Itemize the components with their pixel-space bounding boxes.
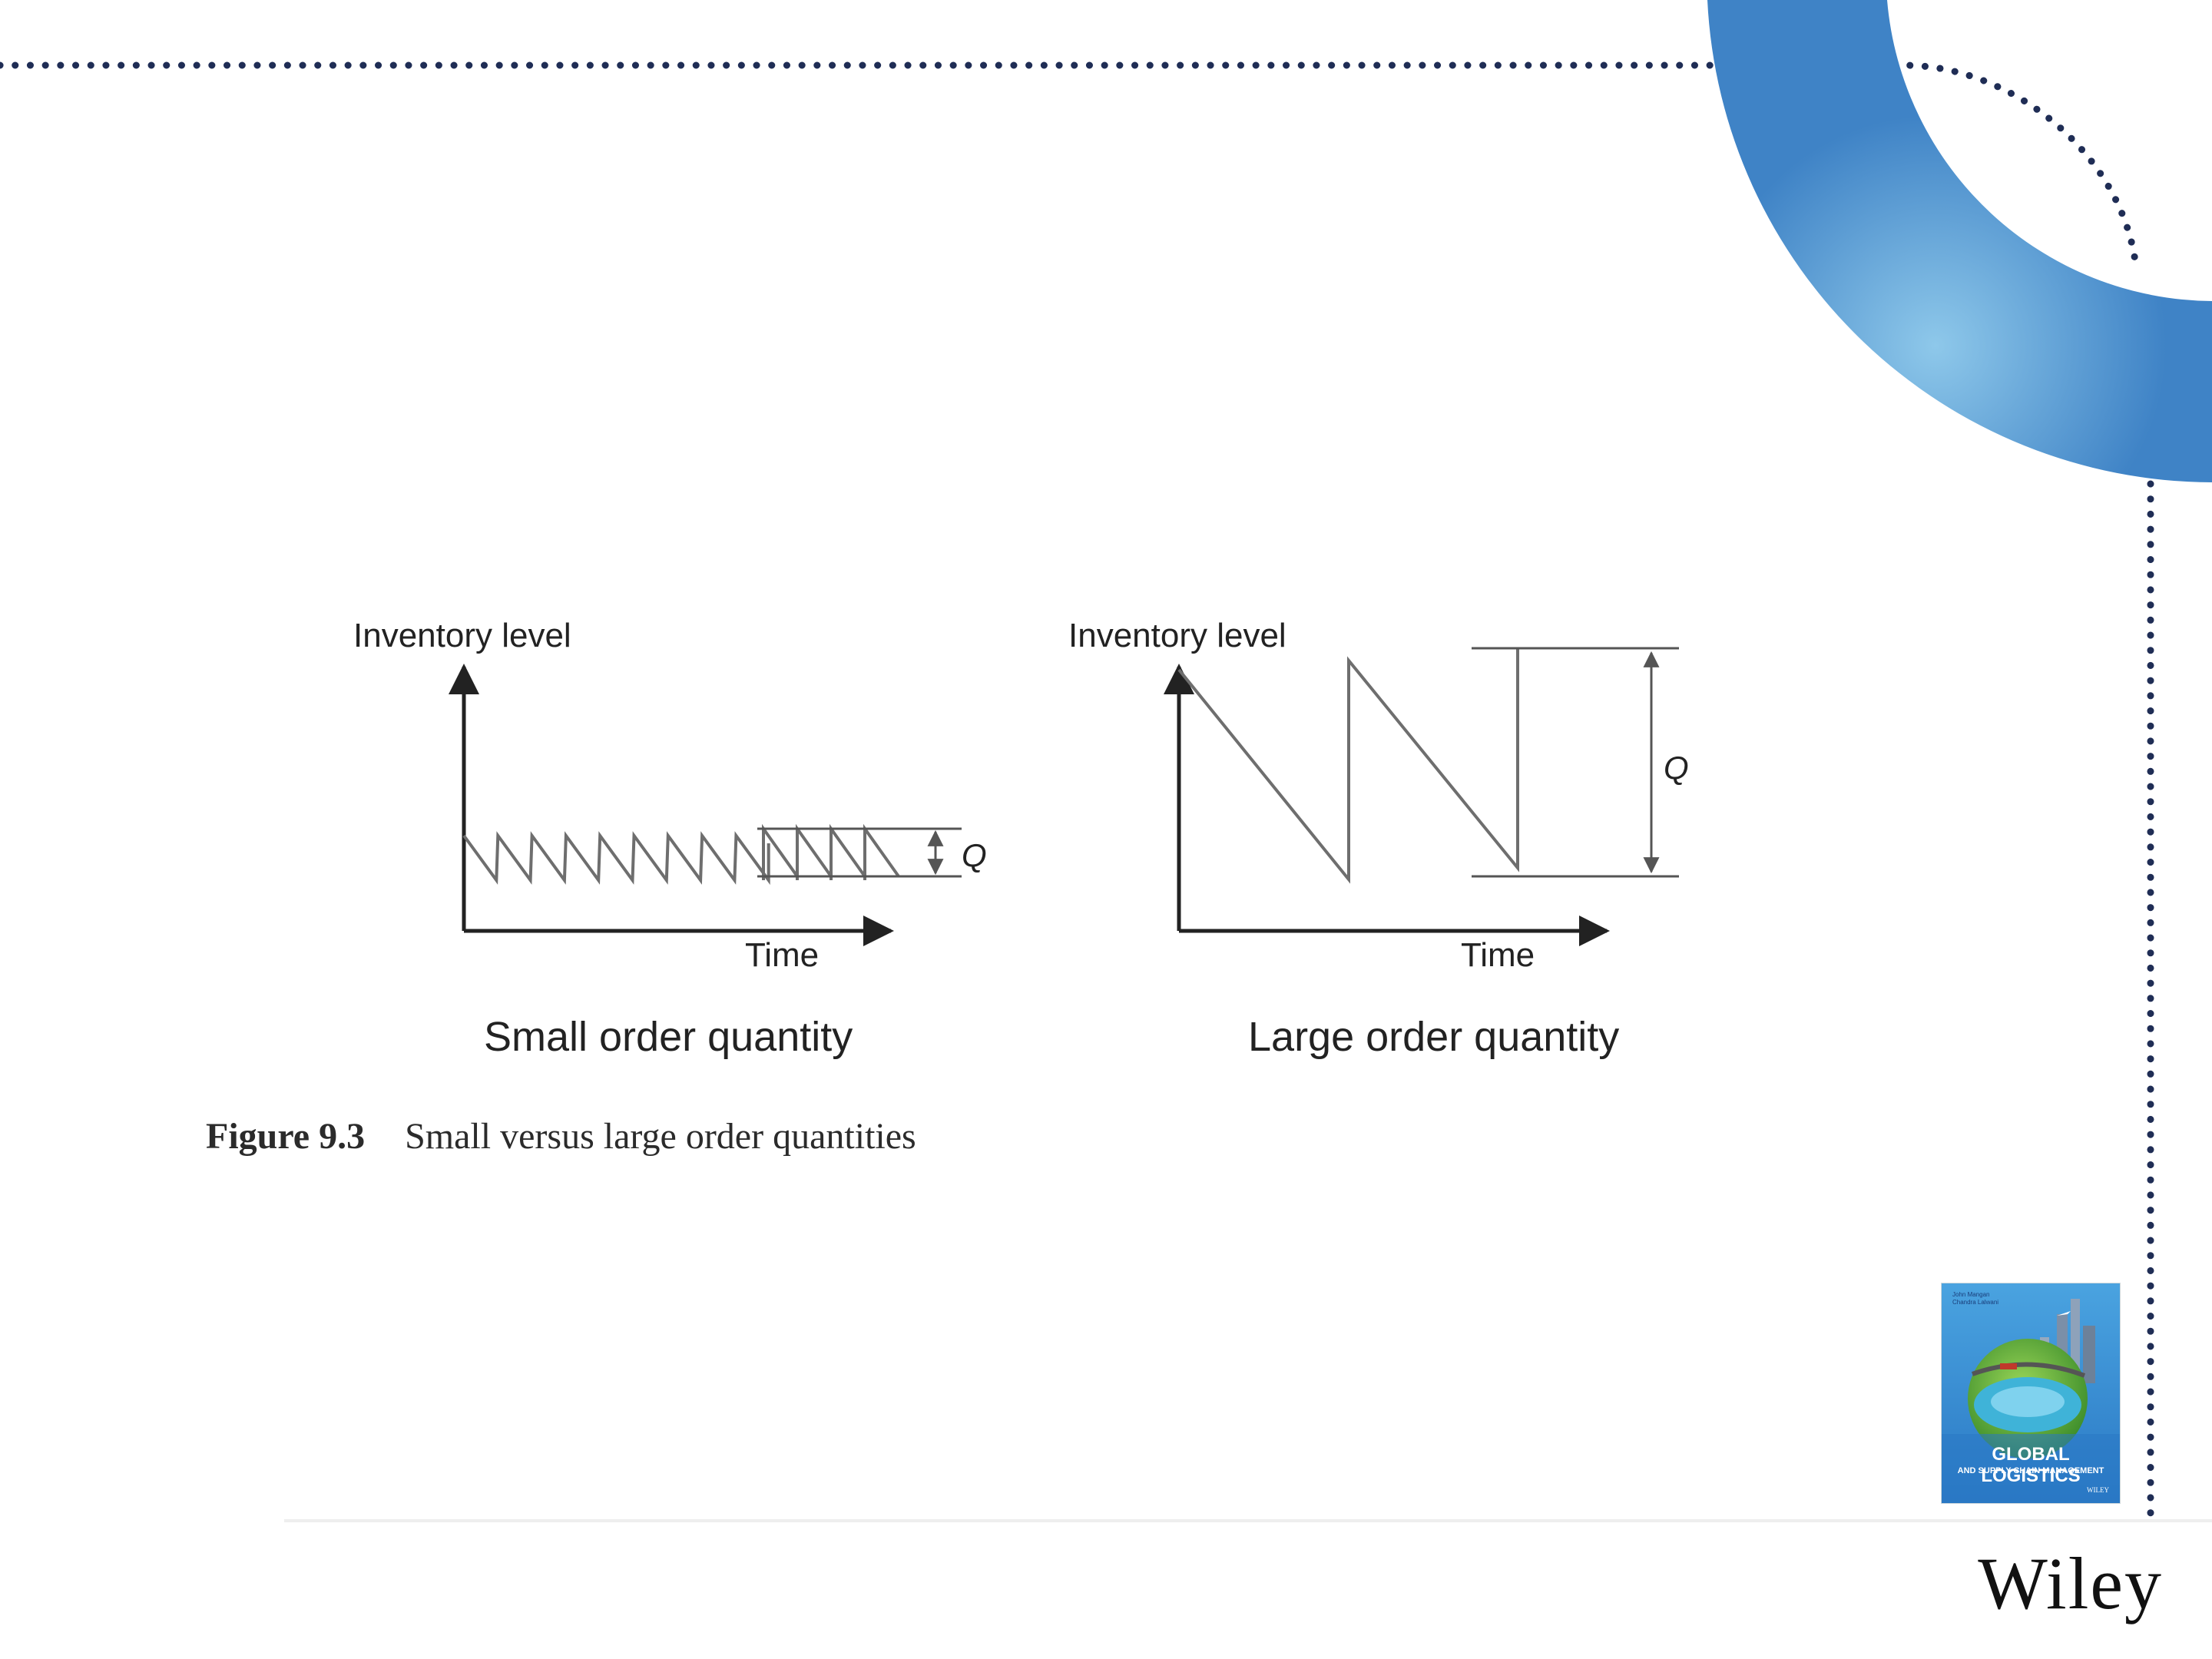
cover-publisher: WILEY: [2087, 1486, 2109, 1494]
quantity-q-label: Q: [962, 837, 987, 873]
figure-caption: Figure 9.3 Small versus large order quant…: [206, 1115, 916, 1157]
book-cover-art: [1942, 1283, 2120, 1503]
figure-number: Figure 9.3: [206, 1116, 366, 1157]
cover-title: GLOBAL LOGISTICS: [1981, 1444, 2081, 1486]
figure-caption-text: Small versus large order quantities: [405, 1116, 916, 1157]
sawtooth-cycle: [863, 823, 900, 880]
quantity-q-label: Q: [1664, 750, 1689, 786]
sawtooth-cycle: [796, 823, 833, 880]
x-axis-label: Time: [745, 936, 819, 974]
y-axis-label: Inventory level: [1068, 617, 1286, 654]
large-order-sawtooth: [1177, 648, 1519, 884]
y-axis-label: Inventory level: [353, 617, 571, 654]
large-order-panel: Inventory level Q Time Large order quant…: [1068, 617, 1689, 1060]
sawtooth-cycle: [830, 823, 866, 880]
dotted-corner-curve: [1740, 61, 2139, 265]
cover-subtitle: AND SUPPLY CHAIN MANAGEMENT: [1957, 1466, 2104, 1475]
panel-title: Small order quantity: [484, 1014, 853, 1060]
x-axis-label: Time: [1461, 936, 1535, 974]
sawtooth-line: [462, 831, 770, 886]
small-order-panel: Inventory level Q Time Small order quant…: [353, 617, 987, 1060]
blue-arc-decoration: [1707, 0, 2212, 482]
panel-title: Large order quantity: [1248, 1014, 1619, 1060]
wiley-logo: Wiley: [1978, 1542, 2163, 1624]
small-order-sawtooth: [462, 823, 900, 886]
